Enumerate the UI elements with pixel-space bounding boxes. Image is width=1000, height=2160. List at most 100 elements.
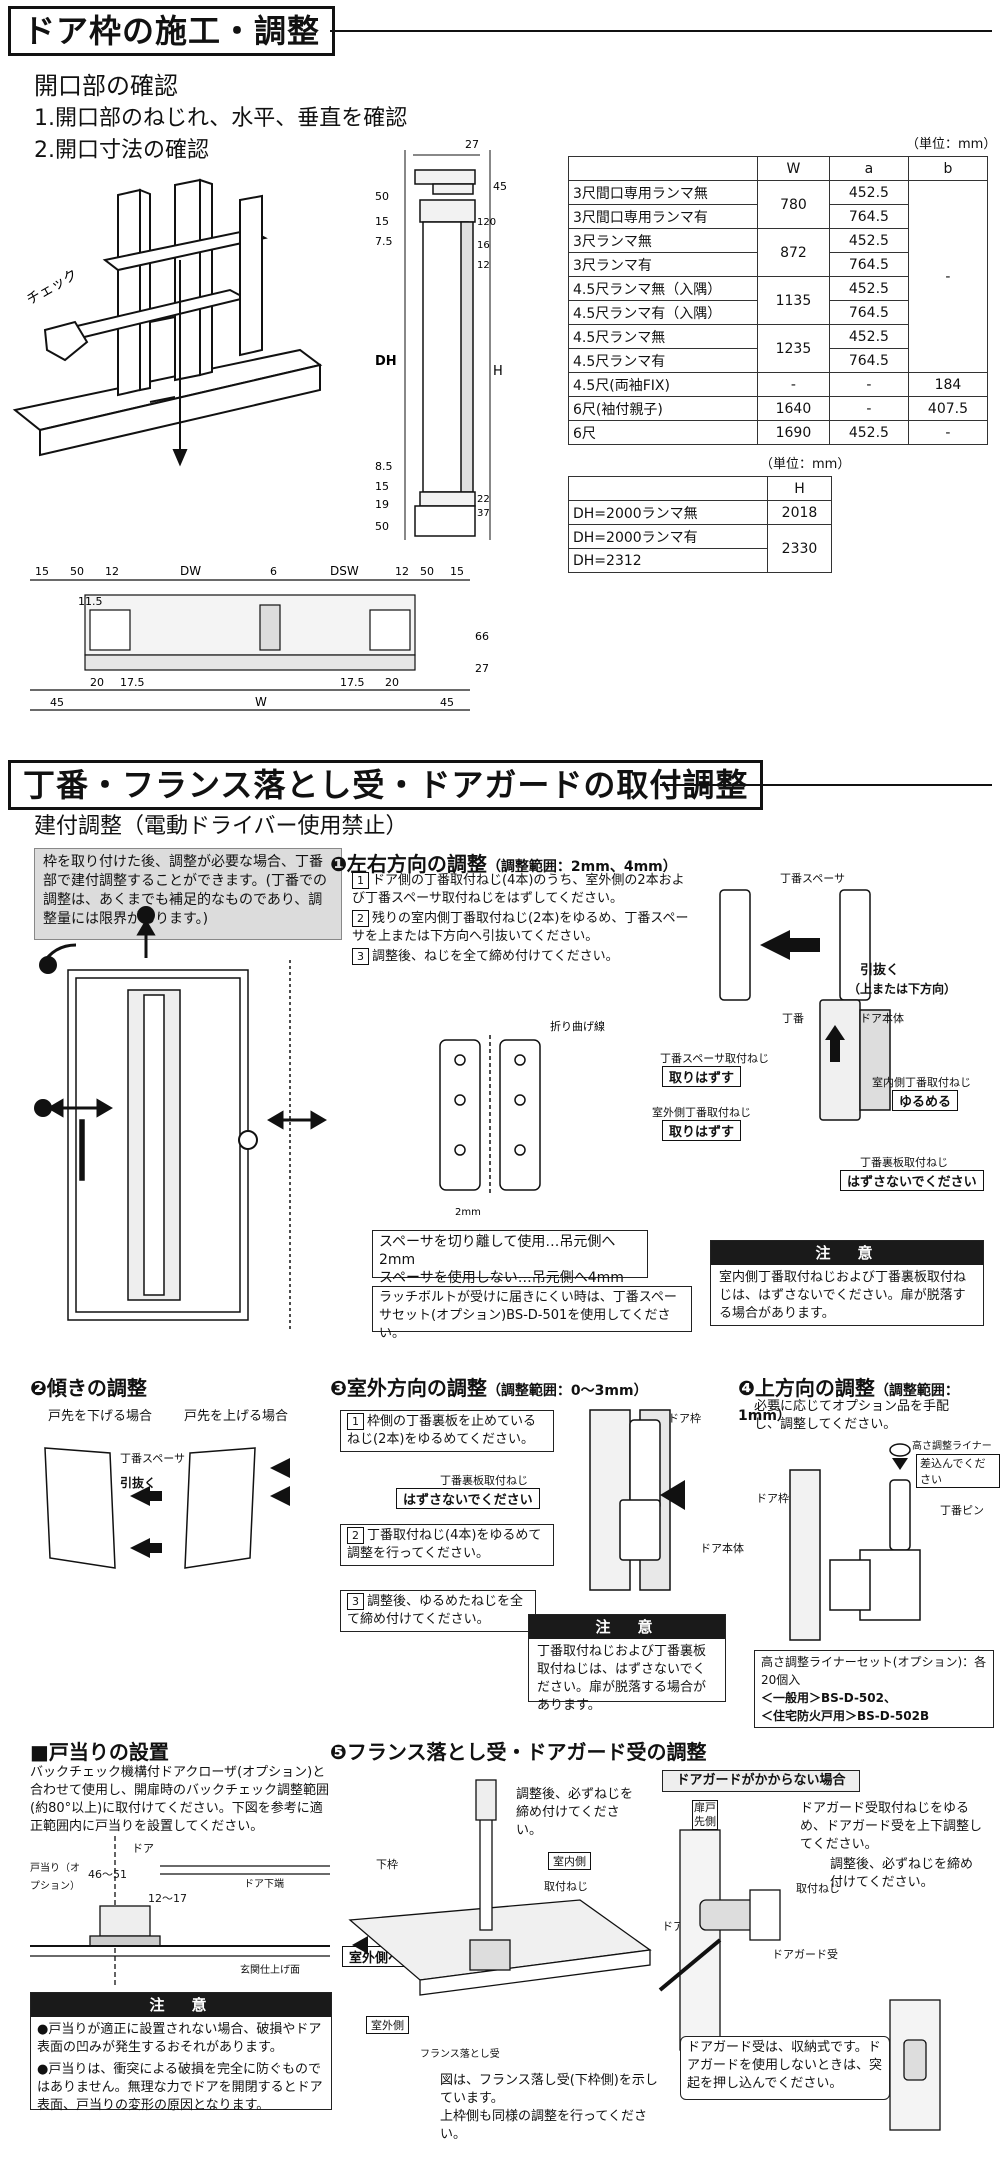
t1-a: 452.5	[828, 420, 909, 445]
stopper-stop: 戸当り（オプション）	[30, 1863, 80, 1892]
svg-text:66: 66	[475, 630, 489, 643]
svg-text:19: 19	[375, 498, 389, 511]
adj3-door: ドア本体	[700, 1542, 744, 1555]
marker-1	[34, 1099, 52, 1117]
stopper-floor: 玄関仕上げ面	[240, 1965, 300, 1976]
svg-text:45: 45	[493, 180, 507, 193]
t2-label: DH=2000ランマ有	[568, 524, 768, 549]
adj3-title: ❸室外方向の調整（調整範囲：0〜3mm）	[330, 1376, 648, 1400]
t1-label: 4.5尺ランマ有	[568, 348, 758, 373]
svg-text:20: 20	[90, 676, 104, 689]
t1-w: -	[757, 372, 830, 397]
svg-text:12: 12	[477, 260, 490, 271]
opening-check-illustration: チェック	[12, 178, 323, 467]
svg-text:17.5: 17.5	[120, 676, 145, 689]
svg-text:12: 12	[395, 565, 409, 578]
adj3-frame: ドア枠	[668, 1412, 701, 1425]
t1-label: 4.5尺ランマ無	[568, 324, 758, 349]
adj4-title: ❹上方向の調整（調整範囲：1mm）	[738, 1376, 959, 1424]
stopper-bottom: ドア下端	[244, 1879, 284, 1890]
latch-note-box: ラッチボルトが受けに届きにくい時は、丁番スペーサセット(オプション)BS-D-5…	[372, 1286, 692, 1341]
t1-a: 764.5	[828, 348, 909, 373]
adj2-up: 戸先を上げる場合	[184, 1409, 289, 1424]
guard-title: ドアガードがかからない場合	[662, 1770, 860, 1792]
label-indoor-screw: 室内側丁番取付ねじ	[872, 1076, 971, 1089]
adj4-pin: 丁番ピン	[940, 1504, 984, 1517]
t1-b-merged: -	[907, 180, 989, 373]
t1-label: 4.5尺ランマ無（入隅）	[568, 276, 758, 301]
section1-subtitle: 開口部の確認	[34, 72, 178, 100]
t2-value: 2018	[767, 500, 832, 525]
adj4-text: 必要に応じてオプション品を手配し、調整してください。	[754, 1399, 950, 1432]
adj2-pull: 引抜く	[120, 1476, 157, 1490]
svg-text:120: 120	[477, 217, 496, 228]
flush-tighten: 調整後、必ずねじを締め付けてください。	[516, 1787, 634, 1838]
label-pull: 引抜く	[860, 963, 900, 978]
adj4-option-box: 高さ調整ライナーセット(オプション)：各20個入 ＜一般用＞BS-D-502、 …	[754, 1650, 994, 1728]
outdoor-adjust-illustration	[589, 1409, 685, 1591]
svg-text:15: 15	[375, 480, 389, 493]
section1-title: ドア枠の施工・調整	[8, 6, 336, 56]
t1-label: 6尺(袖付親子)	[568, 396, 758, 421]
stopper-door: ドア	[132, 1842, 154, 1855]
svg-text:17.5: 17.5	[340, 676, 365, 689]
svg-text:12: 12	[105, 565, 119, 578]
svg-text:DH: DH	[375, 354, 397, 369]
label-spacer-screw: 丁番スペーサ取付ねじ	[660, 1052, 770, 1065]
stopper-title: ■戸当りの設置	[30, 1740, 169, 1764]
section2-subtitle: 建付調整（電動ドライバー使用禁止）	[34, 814, 408, 839]
marker-2	[39, 956, 57, 974]
label-no-remove: はずさないでください	[840, 1170, 984, 1191]
flush-note: 図は、フランス落し受(下枠側)を示しています。 上枠側も同様の調整を行ってくださ…	[440, 2073, 658, 2142]
t1-w: 1235	[757, 324, 830, 373]
svg-text:50: 50	[375, 520, 389, 533]
label-pull2: （上または下方向）	[848, 982, 957, 996]
svg-text:DSW: DSW	[330, 564, 359, 578]
hinge-spacer-illustration	[719, 889, 891, 1121]
t1-label: 6尺	[568, 420, 758, 445]
section1-rule	[330, 30, 992, 32]
guard-text1: ドアガード受取付ねじをゆるめ、ドアガード受を上下調整してください。	[800, 1801, 983, 1852]
t1-b: -	[907, 420, 989, 445]
label-hinge: 丁番	[782, 1012, 804, 1025]
t1-w: 1135	[757, 276, 830, 325]
section2-rule	[660, 784, 992, 786]
dim-50a: 50	[375, 190, 389, 203]
adj2-spacer: 丁番スペーサ	[120, 1452, 186, 1465]
t1-a: 764.5	[828, 252, 909, 277]
t1-h1: W	[757, 156, 830, 181]
intro-box: 枠を取り付けた後、調整が必要な場合、丁番部で建付調整することができます。(丁番で…	[34, 848, 342, 940]
label-remove1: 取りはずす	[662, 1066, 742, 1087]
stopper-dim1: 46〜51	[88, 1868, 127, 1881]
svg-text:11.5: 11.5	[78, 595, 103, 608]
t1-a: 452.5	[828, 324, 909, 349]
t1-b: 407.5	[907, 396, 989, 421]
svg-text:22: 22	[477, 494, 490, 505]
spacer-illustration: 折り曲げ線 2mm	[439, 1019, 605, 1218]
svg-text:8.5: 8.5	[375, 460, 393, 473]
svg-text:15: 15	[450, 565, 464, 578]
svg-text:15: 15	[35, 565, 49, 578]
t1-label: 4.5尺(両袖FIX)	[568, 372, 758, 397]
t1-b: 184	[907, 372, 989, 397]
section1-step1: 1.開口部のねじれ、水平、垂直を確認	[34, 106, 408, 131]
t1-h0	[568, 156, 758, 181]
guard-stored-note: ドアガード受は、収納式です。ドアガードを使用しないときは、突起を押し込んでくださ…	[680, 2036, 890, 2100]
stopper-illustration	[30, 1836, 330, 1986]
t2-h0	[568, 476, 768, 501]
svg-text:W: W	[255, 695, 267, 709]
table2-unit: （単位：mm）	[760, 457, 851, 472]
t2-value: 2330	[767, 524, 832, 573]
svg-text:20: 20	[385, 676, 399, 689]
guard-screw: 取付ねじ	[796, 1882, 840, 1895]
marker-4	[137, 906, 155, 924]
marker-3	[238, 1130, 258, 1150]
svg-text:37: 37	[477, 508, 490, 519]
svg-text:50: 50	[420, 565, 434, 578]
t1-label: 3尺ランマ無	[568, 228, 758, 253]
